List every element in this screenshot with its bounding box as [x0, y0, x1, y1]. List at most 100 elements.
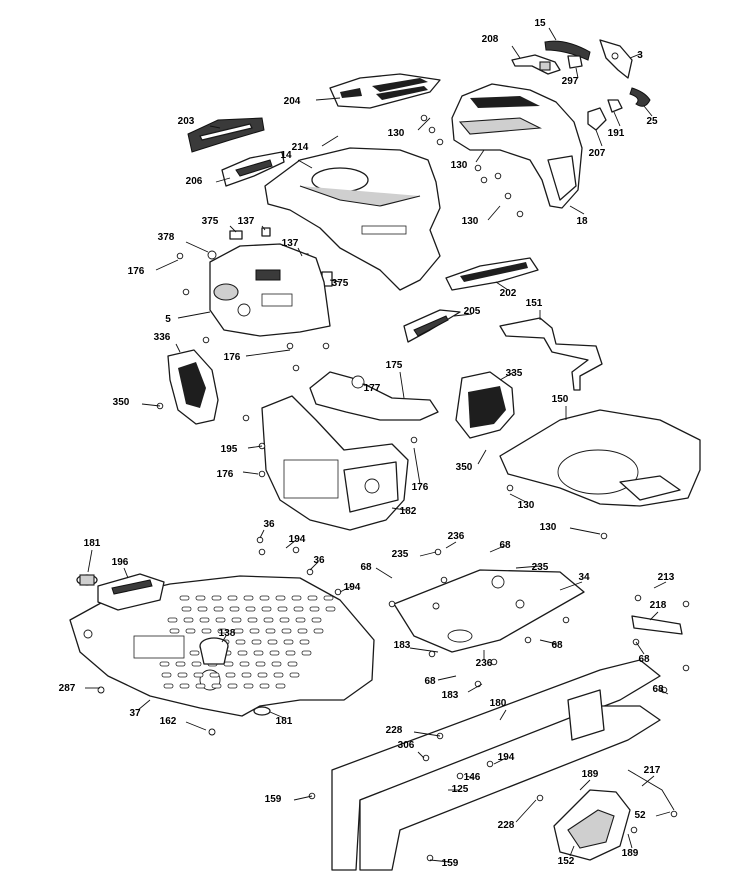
vent-slot — [271, 661, 282, 667]
part-175-bracket — [309, 371, 439, 421]
part-206-dash-bezel — [221, 151, 285, 187]
vent-slot — [245, 606, 256, 612]
vent-slot — [295, 617, 306, 623]
vent-slot — [243, 683, 254, 689]
leader-line-205 — [453, 313, 473, 317]
screw-fastener — [176, 252, 184, 260]
vent-slot — [233, 628, 244, 634]
callout-15: 15 — [534, 18, 546, 29]
vent-slot — [307, 595, 318, 601]
leader-line-68 — [635, 641, 645, 655]
screw-fastener — [504, 192, 512, 200]
leader-line-138 — [221, 635, 227, 643]
callout-207: 207 — [589, 148, 606, 159]
screw-fastener — [600, 532, 608, 540]
leader-line-335 — [499, 371, 515, 381]
screw-fastener — [436, 138, 444, 146]
vent-slot — [169, 628, 180, 634]
leader-line-194 — [339, 585, 353, 593]
callout-5: 5 — [165, 314, 171, 325]
leader-line-137 — [297, 247, 303, 257]
callout-375: 375 — [332, 278, 349, 289]
floorboard-vents — [159, 595, 336, 689]
callout-159: 159 — [265, 794, 282, 805]
vent-slot — [249, 628, 260, 634]
vent-slot — [185, 628, 196, 634]
vent-slot — [241, 672, 252, 678]
screw-fastener — [242, 414, 250, 422]
leader-line-68 — [539, 639, 558, 645]
leader-line-130 — [475, 149, 485, 163]
screw-fastener — [516, 210, 524, 218]
callout-162: 162 — [160, 716, 177, 727]
vent-slot — [223, 661, 234, 667]
callout-228: 228 — [498, 820, 515, 831]
leader-line-194 — [285, 539, 297, 549]
leader-line-130 — [509, 493, 527, 503]
leader-line-130 — [417, 117, 431, 131]
screw-fastener — [258, 470, 266, 478]
callout-68: 68 — [499, 540, 511, 551]
leader-line-189 — [627, 833, 633, 849]
leader-line-15 — [548, 27, 557, 41]
vent-slot — [325, 606, 336, 612]
vent-slot — [257, 672, 268, 678]
leader-line-202 — [495, 281, 509, 291]
leader-line-68 — [437, 675, 457, 681]
vent-slot — [183, 617, 194, 623]
callout-287: 287 — [59, 683, 76, 694]
screw-fastener — [420, 114, 428, 122]
callout-214: 214 — [292, 142, 309, 153]
vent-slot — [215, 617, 226, 623]
callout-375: 375 — [202, 216, 219, 227]
callout-137: 137 — [238, 216, 255, 227]
screw-fastener — [334, 588, 342, 596]
leader-line-204 — [315, 97, 341, 101]
leader-line-218 — [649, 611, 659, 621]
leader-line-208 — [511, 45, 521, 59]
leader-line-181 — [269, 711, 285, 719]
callout-37: 37 — [129, 708, 141, 719]
part-3-trim — [599, 39, 633, 79]
callout-176: 176 — [128, 266, 145, 277]
screw-fastener — [256, 536, 264, 544]
leader-line-14 — [297, 159, 313, 169]
vent-slot — [179, 683, 190, 689]
leader-line-3 — [629, 53, 641, 59]
leader-line-228 — [413, 731, 441, 737]
vent-slot — [313, 628, 324, 634]
callout-213: 213 — [658, 572, 675, 583]
vent-slot — [227, 595, 238, 601]
vent-slot — [277, 606, 288, 612]
callout-25: 25 — [646, 116, 658, 127]
vent-slot — [209, 672, 220, 678]
vent-slot — [229, 606, 240, 612]
screw-fastener — [630, 826, 638, 834]
vent-slot — [275, 683, 286, 689]
callout-36: 36 — [263, 519, 275, 530]
part-15-emblem-strip — [544, 40, 591, 61]
leader-line-207 — [595, 129, 603, 147]
callout-68: 68 — [652, 684, 664, 695]
screw-fastener — [490, 658, 498, 666]
leader-line-182 — [391, 507, 407, 511]
callout-196: 196 — [112, 557, 129, 568]
vent-slot — [201, 628, 212, 634]
callout-137: 137 — [282, 238, 299, 249]
leader-line-217 — [641, 775, 655, 787]
leader-line-36 — [309, 561, 319, 571]
vent-slot — [179, 595, 190, 601]
callout-204: 204 — [284, 96, 301, 107]
vent-slot — [289, 672, 300, 678]
leader-line-176 — [413, 447, 421, 485]
vent-slot — [279, 617, 290, 623]
vent-slot — [161, 672, 172, 678]
callout-159: 159 — [442, 858, 459, 869]
callout-180: 180 — [490, 698, 507, 709]
leader-line-206 — [215, 177, 231, 183]
leader-line-25 — [643, 105, 653, 117]
part-18-front-nose — [451, 83, 583, 209]
part-5-dash-console — [209, 243, 331, 337]
screw-fastener — [292, 364, 300, 372]
